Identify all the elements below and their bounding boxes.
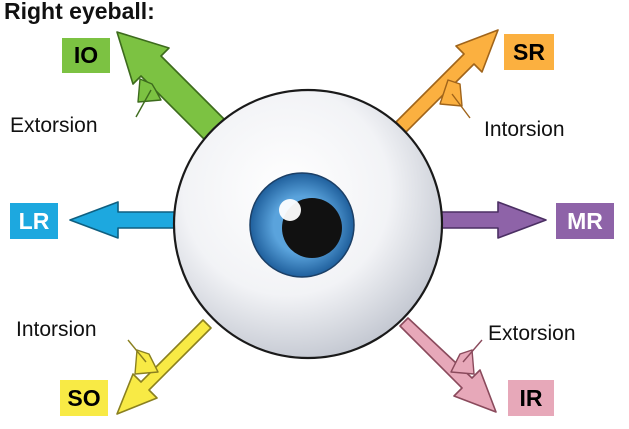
lr-arrow xyxy=(69,201,176,239)
sr-label: SR xyxy=(504,34,554,70)
eyeball xyxy=(172,88,444,360)
mr-label: MR xyxy=(556,203,614,239)
ir-label: IR xyxy=(508,380,554,416)
sr-label-text: SR xyxy=(513,39,545,65)
diagram-title: Right eyeball: xyxy=(4,0,155,24)
so-label-text: SO xyxy=(67,385,101,411)
so-torsion-label: Intorsion xyxy=(16,318,97,341)
lr-label: LR xyxy=(10,203,58,239)
mr-label-text: MR xyxy=(567,208,603,234)
so-arrow xyxy=(116,319,212,415)
so-label: SO xyxy=(60,380,108,416)
sr-arrow xyxy=(395,29,499,133)
io-torsion-label: Extorsion xyxy=(10,114,98,137)
io-label-text: IO xyxy=(73,42,99,68)
eye-highlight xyxy=(279,199,301,221)
ir-torsion-label: Extorsion xyxy=(488,322,576,345)
sr-torsion-label: Intorsion xyxy=(484,118,565,141)
mr-arrow xyxy=(440,201,547,239)
io-label: IO xyxy=(62,38,110,73)
lr-label-text: LR xyxy=(18,208,50,234)
ir-arrow xyxy=(399,317,497,413)
io-arrow xyxy=(116,31,226,141)
ir-label-text: IR xyxy=(519,385,543,411)
